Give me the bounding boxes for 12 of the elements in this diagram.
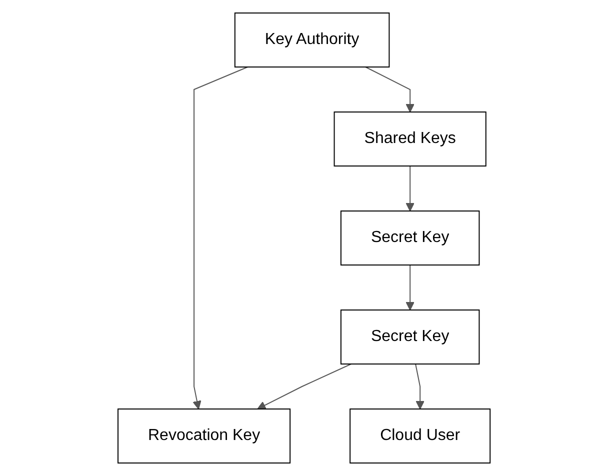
arrow <box>406 165 414 211</box>
node-box: Shared Keys <box>334 111 486 166</box>
arrow <box>406 264 414 310</box>
node-box: Secret Key <box>340 210 480 265</box>
arrow <box>192 66 248 409</box>
node-box: Key Authority <box>234 12 390 67</box>
arrow <box>257 363 352 409</box>
node-box: Revocation Key <box>117 408 291 463</box>
arrow <box>414 363 424 409</box>
node-box: Cloud User <box>350 408 491 463</box>
node-box: Secret Key <box>340 309 480 364</box>
arrow <box>364 66 414 112</box>
